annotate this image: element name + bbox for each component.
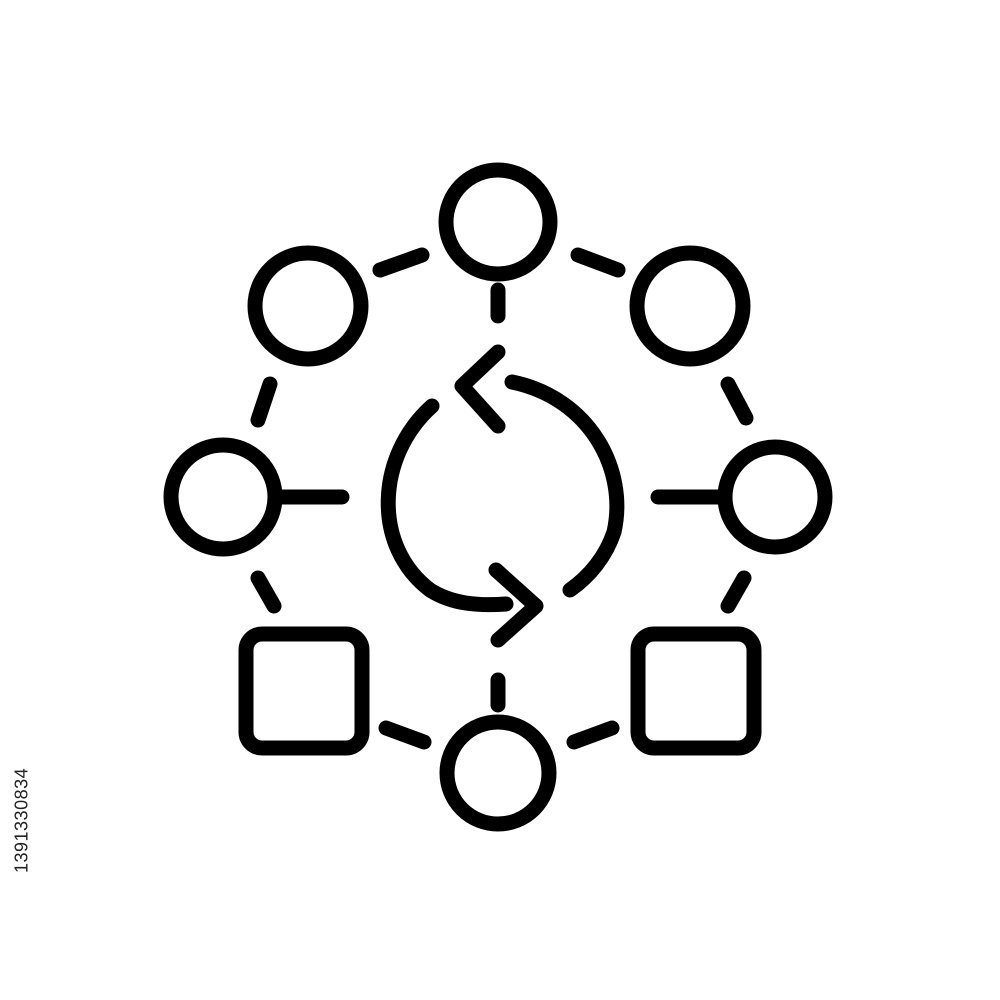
dash-top-left: [372, 247, 430, 278]
node-upper-right-circle: [629, 245, 751, 367]
node-right-circle: [717, 439, 833, 555]
dash-bottom-left: [378, 720, 432, 750]
refresh-cycle-arrows-icon: [380, 344, 625, 648]
dash-left-lower: [250, 570, 282, 614]
dash-right-upper: [720, 376, 754, 426]
cycle-arc-right: [504, 374, 625, 598]
arrowhead-bottom: [488, 562, 544, 648]
node-bottom-circle: [439, 714, 557, 832]
stock-id-text: 1391330834: [11, 767, 32, 873]
dash-left-upper: [250, 376, 278, 428]
dash-top-right: [570, 247, 626, 278]
dash-right-lower: [720, 570, 752, 614]
arrowhead-top: [454, 344, 506, 434]
cycle-arc-left: [380, 398, 514, 613]
node-lower-right-square: [630, 626, 762, 756]
node-top-circle: [438, 162, 558, 282]
node-upper-left-circle: [247, 245, 369, 367]
node-left-circle: [163, 437, 283, 557]
node-lower-left-square: [238, 626, 370, 756]
dash-bottom-right: [566, 720, 620, 750]
